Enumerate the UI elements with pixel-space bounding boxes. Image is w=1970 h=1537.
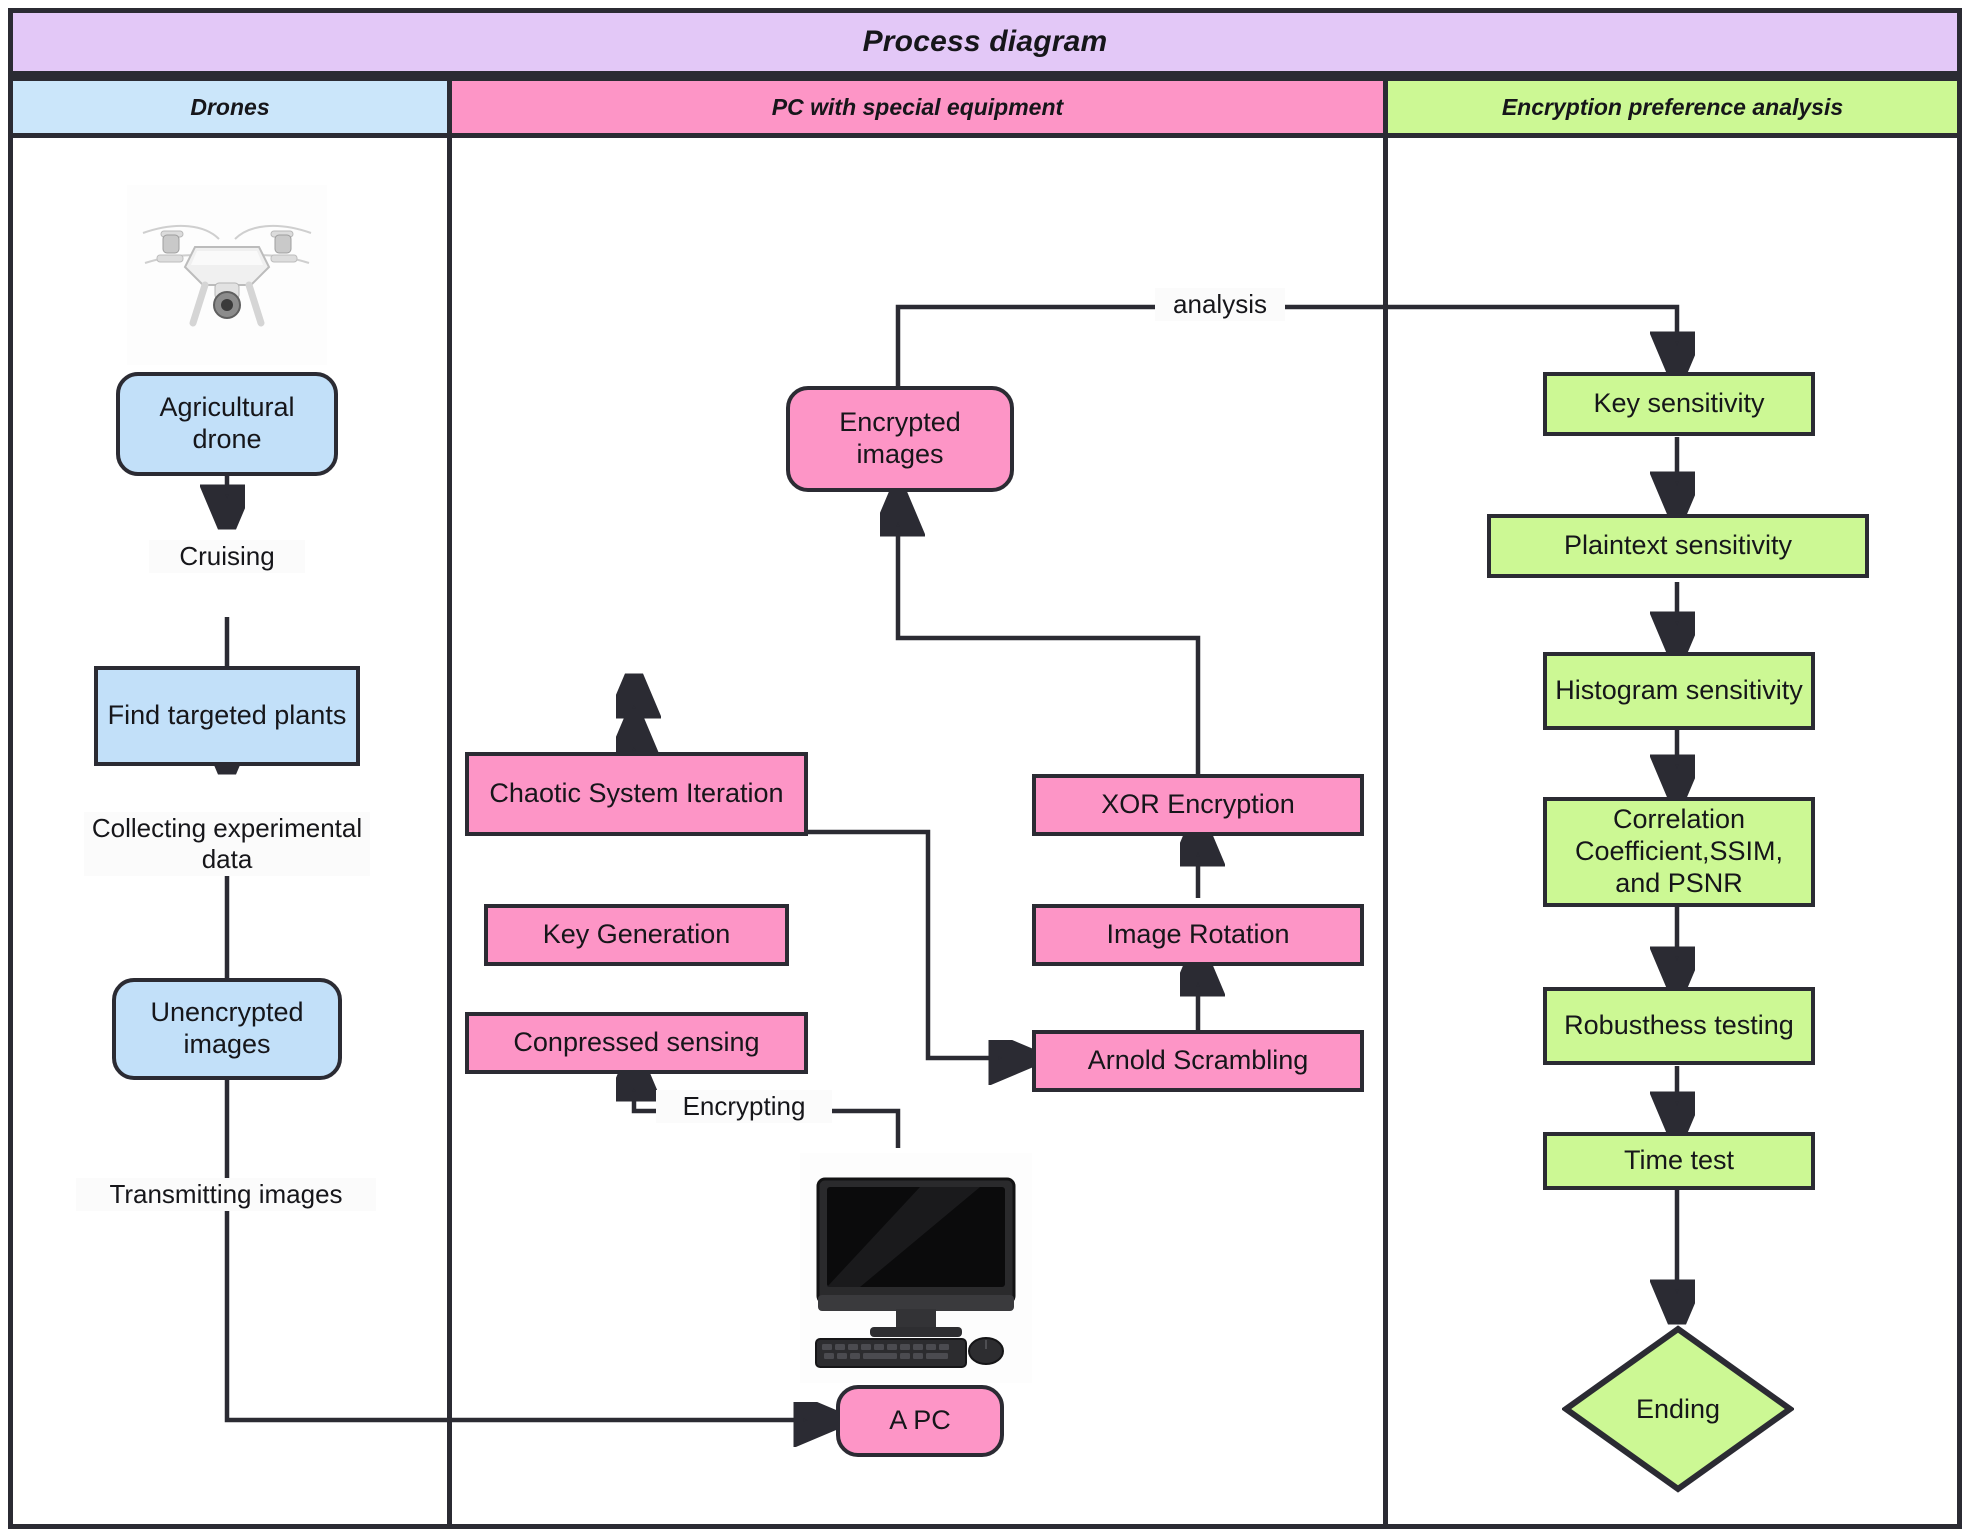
- edge-label-transmitting-text: Transmitting images: [109, 1179, 343, 1209]
- node-plaintext-sensitivity[interactable]: Plaintext sensitivity: [1487, 514, 1869, 578]
- edge-label-encrypting-text: Encrypting: [682, 1091, 806, 1121]
- lane-header-pc-label: PC with special equipment: [771, 93, 1064, 120]
- node-chaotic-system-iteration-label: Chaotic System Iteration: [489, 778, 784, 809]
- pc-photo: [800, 1153, 1032, 1383]
- node-a-pc-label: A PC: [889, 1405, 951, 1436]
- edge-label-collecting: Collecting experimental data: [84, 812, 370, 877]
- node-encrypted-images-label: Encrypted images: [839, 407, 961, 469]
- node-ending-label: Ending: [1635, 1393, 1721, 1424]
- edge-label-analysis-text: analysis: [1173, 289, 1267, 319]
- edge-label-analysis: analysis: [1155, 288, 1285, 322]
- node-find-targeted-plants-label: Find targeted plants: [107, 700, 347, 731]
- lane-header-drones-label: Drones: [190, 93, 270, 120]
- edge-label-encrypting: Encrypting: [656, 1090, 832, 1124]
- diagram-title-band: Process diagram: [8, 8, 1962, 76]
- node-unencrypted-images-label: Unencrypted images: [150, 997, 304, 1059]
- node-time-test[interactable]: Time test: [1543, 1132, 1815, 1190]
- edge-label-collecting-text: Collecting experimental data: [91, 813, 363, 875]
- node-correlation-metrics[interactable]: Correlation Coefficient,SSIM, and PSNR: [1543, 797, 1815, 907]
- node-a-pc[interactable]: A PC: [836, 1385, 1004, 1457]
- lane-header-pc: PC with special equipment: [447, 76, 1388, 138]
- edge-label-cruising-text: Cruising: [179, 541, 275, 571]
- node-xor-encryption[interactable]: XOR Encryption: [1032, 774, 1364, 836]
- node-arnold-scrambling[interactable]: Arnold Scrambling: [1032, 1030, 1364, 1092]
- node-robusthess-testing[interactable]: Robusthess testing: [1543, 987, 1815, 1065]
- node-key-sensitivity[interactable]: Key sensitivity: [1543, 372, 1815, 436]
- node-key-sensitivity-label: Key sensitivity: [1593, 388, 1765, 419]
- node-conpressed-sensing-label: Conpressed sensing: [513, 1027, 760, 1058]
- node-encrypted-images[interactable]: Encrypted images: [786, 386, 1014, 492]
- edge-label-cruising: Cruising: [149, 540, 305, 574]
- node-chaotic-system-iteration[interactable]: Chaotic System Iteration: [465, 752, 808, 836]
- node-agricultural-drone[interactable]: Agricultural drone: [116, 372, 338, 476]
- node-ending[interactable]: Ending: [1562, 1325, 1794, 1493]
- node-find-targeted-plants[interactable]: Find targeted plants: [94, 666, 360, 766]
- node-agricultural-drone-label: Agricultural drone: [159, 392, 295, 454]
- node-image-rotation-label: Image Rotation: [1106, 919, 1290, 950]
- node-key-generation[interactable]: Key Generation: [484, 904, 789, 966]
- node-histogram-sensitivity-label: Histogram sensitivity: [1555, 675, 1803, 706]
- node-conpressed-sensing[interactable]: Conpressed sensing: [465, 1012, 808, 1074]
- node-arnold-scrambling-label: Arnold Scrambling: [1087, 1045, 1309, 1076]
- drone-photo: [127, 185, 327, 365]
- node-histogram-sensitivity[interactable]: Histogram sensitivity: [1543, 652, 1815, 730]
- edge-label-transmitting: Transmitting images: [76, 1178, 376, 1212]
- node-unencrypted-images[interactable]: Unencrypted images: [112, 978, 342, 1080]
- node-time-test-label: Time test: [1623, 1145, 1735, 1176]
- lane-header-analysis-label: Encryption preference analysis: [1501, 93, 1844, 120]
- node-correlation-metrics-label: Correlation Coefficient,SSIM, and PSNR: [1574, 804, 1784, 898]
- page-title: Process diagram: [862, 25, 1108, 58]
- node-xor-encryption-label: XOR Encryption: [1101, 789, 1295, 820]
- node-image-rotation[interactable]: Image Rotation: [1032, 904, 1364, 966]
- node-key-generation-label: Key Generation: [542, 919, 731, 950]
- node-robusthess-testing-label: Robusthess testing: [1564, 1010, 1794, 1041]
- lane-header-analysis: Encryption preference analysis: [1383, 76, 1962, 138]
- node-plaintext-sensitivity-label: Plaintext sensitivity: [1563, 530, 1793, 561]
